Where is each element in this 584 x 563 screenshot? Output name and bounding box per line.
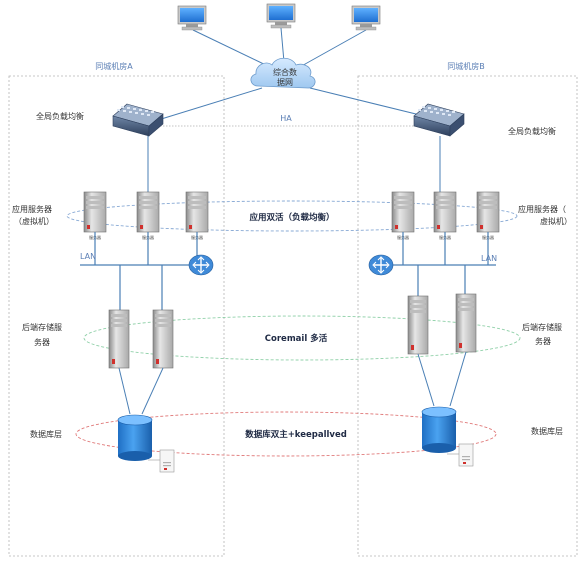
right-app-label-line1: 应用服务器（ [518, 204, 566, 214]
lan-label-left: LAN [80, 252, 96, 261]
left-app-label-line1: 应用服务器 [12, 204, 52, 214]
router-icon [368, 254, 394, 276]
load-balancer-switch-icon [112, 103, 164, 137]
switch-app-links [147, 136, 441, 192]
right-storage-label-line1: 后端存储服 [522, 322, 562, 332]
database-icon [117, 414, 153, 461]
storage-layer-label: Coremail 多活 [265, 333, 328, 344]
room-a-border [8, 75, 225, 557]
server-icon [185, 191, 209, 233]
room-b-title: 同城机房B [447, 61, 485, 71]
room-b-border [357, 75, 578, 557]
router-icon [188, 254, 214, 276]
document-icon [447, 443, 474, 467]
storage-layer-ring [83, 315, 521, 361]
db-layer-ring [75, 411, 497, 457]
left-storage-label-line2: 务器 [34, 337, 50, 347]
database-icon [421, 406, 457, 453]
storage-server-icon [152, 309, 174, 369]
db-layer-label: 数据库双主+keepallved [245, 429, 347, 440]
right-storage-label-line2: 务器 [535, 336, 551, 346]
server-icon [391, 191, 415, 233]
cloud-label-line2: 据网 [277, 77, 293, 87]
lan-label-right: LAN [481, 254, 497, 263]
storage-server-icon [455, 293, 477, 353]
left-app-label-line2: （虚拟机） [14, 216, 54, 226]
ha-label: HA [280, 114, 292, 123]
client-monitor-icon [351, 5, 381, 31]
load-balancer-switch-icon [413, 103, 465, 137]
right-app-label-line2: 虚拟机） [540, 216, 572, 226]
server-icon [433, 191, 457, 233]
left-lb-label: 全局负载均衡 [36, 111, 84, 121]
storage-server-icon [108, 309, 130, 369]
right-lb-label: 全局负载均衡 [508, 126, 556, 136]
document-icon [148, 449, 175, 473]
left-db-label: 数据库层 [30, 429, 62, 439]
server-icon [476, 191, 500, 233]
storage-server-icon [407, 295, 429, 355]
server-icon [83, 191, 107, 233]
lan-right [380, 232, 496, 300]
storage-db-links [118, 351, 467, 415]
client-links [192, 27, 367, 69]
cloud-label-line1: 综合数 [273, 67, 297, 77]
room-a-title: 同城机房A [95, 61, 133, 71]
cloud-icon [250, 57, 316, 89]
left-storage-label-line1: 后端存储服 [22, 322, 62, 332]
app-layer-ring [66, 200, 518, 232]
app-layer-label: 应用双活（负载均衡） [249, 212, 334, 223]
right-db-label: 数据库层 [531, 426, 563, 436]
server-icon [136, 191, 160, 233]
cloud-switch-links [157, 87, 421, 121]
lan-left [80, 232, 205, 312]
client-monitor-icon [177, 5, 207, 31]
client-monitor-icon [266, 3, 296, 29]
